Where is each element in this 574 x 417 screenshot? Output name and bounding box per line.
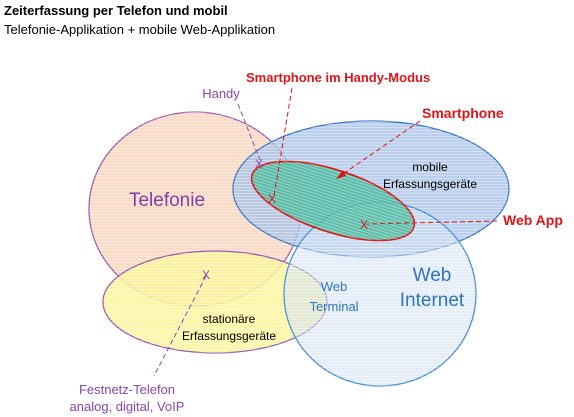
stationaer-label-line1: stationäre: [203, 312, 256, 326]
stationaer-label-line2: Erfassungsgeräte: [182, 329, 276, 343]
smartphone-handy-modus-callout: Smartphone im Handy-Modus: [246, 70, 430, 85]
festnetz-leader: [153, 275, 207, 377]
page-title: Zeiterfassung per Telefon und mobil: [4, 3, 228, 18]
stationaer-set-hatch: [103, 251, 327, 353]
handy-leader: [237, 103, 261, 161]
smartphone-handy-modus-leader: [273, 87, 293, 197]
telefonie-label: Telefonie: [129, 190, 205, 211]
smartphone-leader: [339, 120, 421, 177]
smartphone-callout: Smartphone: [422, 105, 504, 121]
festnetz-callout-line2: analog, digital, VoIP: [70, 399, 185, 414]
handy-marker: X: [255, 157, 263, 171]
smartphone-set-hatch: [251, 161, 415, 241]
smartphone-arrowhead: [336, 170, 346, 179]
web-internet-label-line1: Web: [413, 265, 452, 286]
web-app-marker: X: [360, 218, 368, 232]
webterminal-label-line1: Web: [321, 279, 348, 294]
web-internet-label-line2: Internet: [400, 290, 465, 311]
mobile-label-line2: Erfassungsgeräte: [383, 177, 477, 191]
web-internet-set-hatch: [284, 202, 476, 386]
mobile-label-line1: mobile: [412, 160, 448, 174]
web-app-leader: [366, 220, 498, 225]
page-subtitle: Telefonie-Applikation + mobile Web-Appli…: [4, 22, 276, 37]
handy-callout: Handy: [202, 86, 240, 101]
smartphone-handy-modus-marker: X: [268, 192, 276, 206]
festnetz-callout-line1: Festnetz-Telefon: [79, 382, 175, 397]
web-app-callout: Web App: [503, 212, 563, 228]
festnetz-marker: X: [202, 268, 210, 282]
webterminal-label-line2: Terminal: [309, 299, 358, 314]
